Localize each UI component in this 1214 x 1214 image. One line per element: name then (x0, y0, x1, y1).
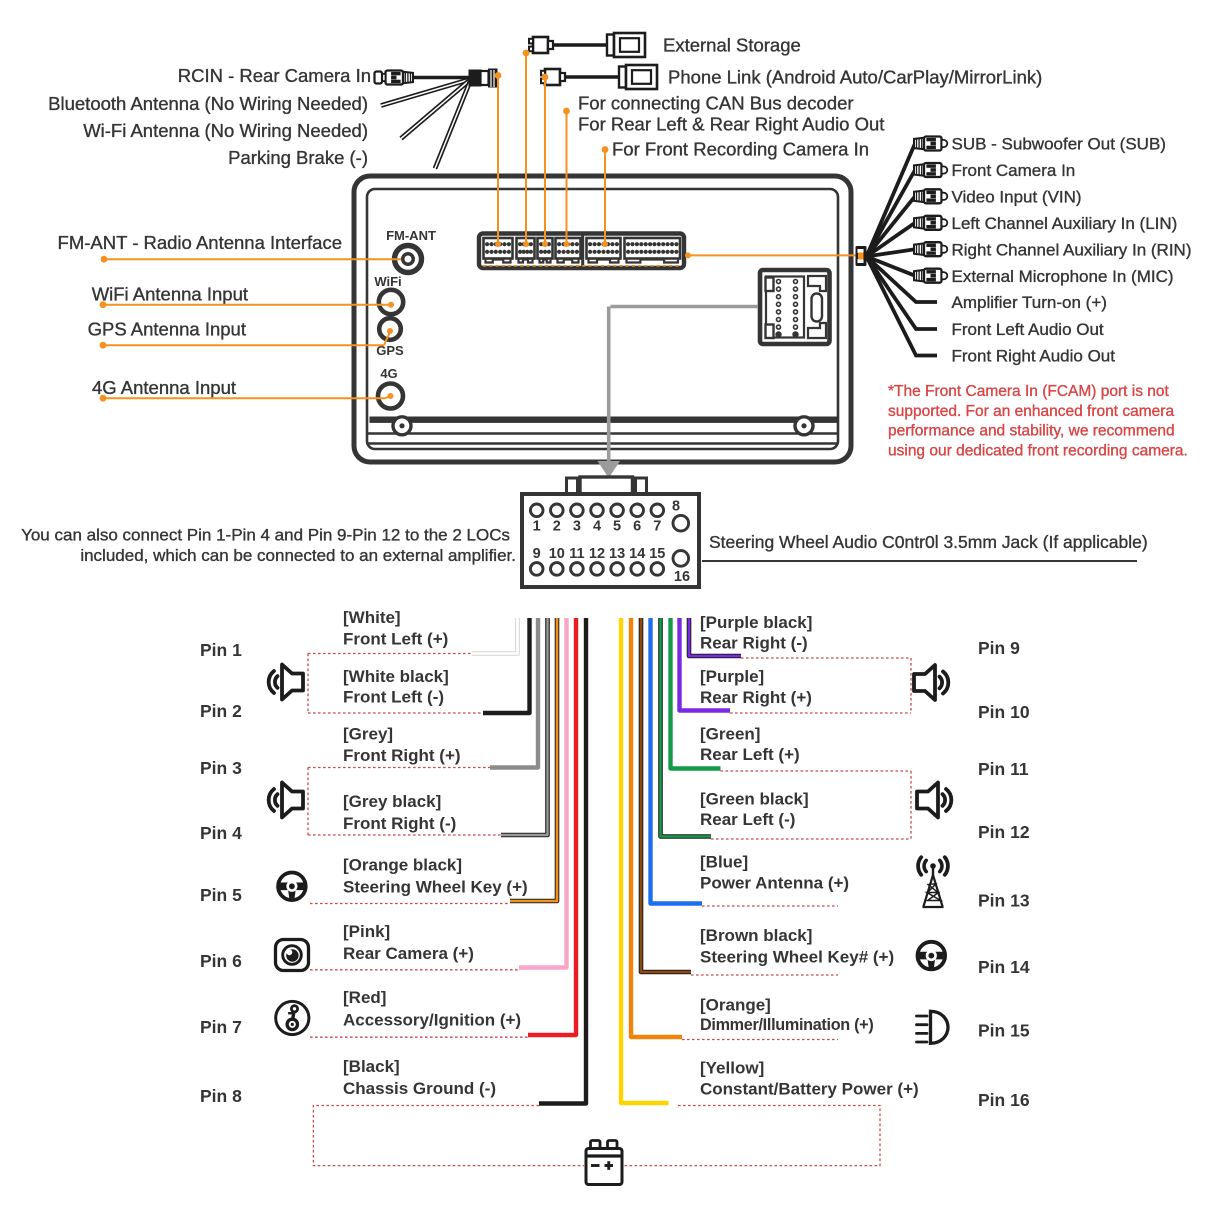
svg-text:Accessory/Ignition (+): Accessory/Ignition (+) (343, 1011, 521, 1030)
svg-text:*The Front Camera In (FCAM) po: *The Front Camera In (FCAM) port is not (888, 383, 1169, 400)
svg-text:12: 12 (589, 546, 605, 562)
svg-text:8: 8 (672, 499, 680, 515)
svg-text:Front Right (-): Front Right (-) (343, 814, 456, 833)
svg-text:FM-ANT: FM-ANT (386, 228, 436, 243)
svg-text:Pin 8: Pin 8 (200, 1086, 242, 1106)
svg-text:Pin 12: Pin 12 (978, 822, 1030, 842)
svg-text:SUB - Subwoofer Out (SUB): SUB - Subwoofer Out (SUB) (952, 135, 1166, 154)
svg-text:Bluetooth Antenna (No Wiring N: Bluetooth Antenna (No Wiring Needed) (48, 93, 368, 114)
svg-text:[Grey]: [Grey] (343, 724, 393, 743)
svg-text:14: 14 (629, 546, 645, 562)
svg-text:9: 9 (533, 546, 541, 562)
svg-text:13: 13 (609, 546, 625, 562)
svg-text:Chassis Ground (-): Chassis Ground (-) (343, 1079, 496, 1098)
svg-text:2: 2 (553, 518, 561, 534)
svg-text:For Rear Left & Rear Right Aud: For Rear Left & Rear Right Audio Out (578, 114, 884, 135)
svg-text:Constant/Battery Power (+): Constant/Battery Power (+) (700, 1079, 919, 1098)
svg-text:[Blue]: [Blue] (700, 852, 748, 871)
svg-text:Rear Left (+): Rear Left (+) (700, 745, 800, 764)
svg-text:[White]: [White] (343, 608, 401, 627)
svg-text:using our dedicated front reco: using our dedicated front recording came… (888, 442, 1188, 459)
svg-text:Front Left Audio Out: Front Left Audio Out (952, 320, 1104, 339)
svg-text:External Storage: External Storage (663, 34, 801, 55)
svg-text:Pin 15: Pin 15 (978, 1021, 1030, 1041)
svg-text:[Black]: [Black] (343, 1057, 400, 1076)
svg-text:Pin 4: Pin 4 (200, 823, 242, 843)
svg-text:5: 5 (613, 518, 621, 534)
svg-text:You can also connect Pin 1-Pin: You can also connect Pin 1-Pin 4 and Pin… (21, 526, 510, 545)
svg-text:Power Antenna (+): Power Antenna (+) (700, 874, 849, 893)
svg-text:Pin 6: Pin 6 (200, 951, 242, 971)
svg-text:Rear Left (-): Rear Left (-) (700, 810, 795, 829)
svg-text:Pin 5: Pin 5 (200, 885, 242, 905)
svg-text:[Red]: [Red] (343, 988, 386, 1007)
svg-text:Front Camera In: Front Camera In (952, 161, 1076, 180)
svg-text:Front Left (+): Front Left (+) (343, 630, 448, 649)
svg-text:3: 3 (573, 518, 581, 534)
svg-text:Steering Wheel Audio C0ntr0l 3: Steering Wheel Audio C0ntr0l 3.5mm Jack … (709, 532, 1148, 552)
svg-text:Pin 14: Pin 14 (978, 957, 1030, 977)
svg-text:[Green black]: [Green black] (700, 789, 809, 808)
svg-text:RCIN - Rear Camera In: RCIN - Rear Camera In (178, 65, 371, 86)
svg-text:Pin 2: Pin 2 (200, 701, 242, 721)
svg-text:Left Channel Auxiliary In (LIN: Left Channel Auxiliary In (LIN) (952, 214, 1178, 233)
svg-text:[White black]: [White black] (343, 667, 449, 686)
svg-text:4G: 4G (380, 366, 397, 381)
svg-text:performance and stability, we: performance and stability, we recommend (888, 423, 1175, 440)
svg-text:[Orange black]: [Orange black] (343, 856, 462, 875)
svg-text:included, which can be connect: included, which can be connected to an e… (80, 546, 516, 565)
svg-text:Front Left (-): Front Left (-) (343, 688, 444, 707)
svg-text:Pin 11: Pin 11 (978, 759, 1029, 779)
svg-text:Rear Right (+): Rear Right (+) (700, 688, 812, 707)
svg-text:Steering Wheel Key (+): Steering Wheel Key (+) (343, 877, 528, 896)
svg-text:Pin 1: Pin 1 (200, 640, 242, 660)
svg-text:WiFi: WiFi (374, 274, 401, 289)
svg-text:Dimmer/Illumination (+): Dimmer/Illumination (+) (700, 1016, 873, 1034)
svg-text:Video Input (VIN): Video Input (VIN) (952, 188, 1082, 207)
svg-text:4G Antenna Input: 4G Antenna Input (92, 377, 236, 398)
svg-text:[Grey black]: [Grey black] (343, 792, 441, 811)
svg-text:For Front Recording Camera In: For Front Recording Camera In (612, 138, 869, 159)
svg-text:Steering Wheel Key# (+): Steering Wheel Key# (+) (700, 947, 894, 966)
svg-text:Parking Brake (-): Parking Brake (-) (228, 147, 368, 168)
svg-text:Phone Link (Android Auto/CarPl: Phone Link (Android Auto/CarPlay/MirrorL… (668, 66, 1042, 87)
svg-text:[Purple]: [Purple] (700, 667, 764, 686)
svg-text:Rear Camera (+): Rear Camera (+) (343, 944, 474, 963)
svg-text:Front Right (+): Front Right (+) (343, 746, 461, 765)
svg-text:10: 10 (549, 546, 565, 562)
svg-text:[Pink]: [Pink] (343, 922, 390, 941)
svg-text:1: 1 (533, 518, 541, 534)
svg-text:External Microphone In (MIC): External Microphone In (MIC) (952, 267, 1174, 286)
svg-text:Wi-Fi Antenna (No Wiring Neede: Wi-Fi Antenna (No Wiring Needed) (83, 120, 368, 141)
svg-text:15: 15 (649, 546, 665, 562)
svg-text:supported. For an enhanced fro: supported. For an enhanced front camera (888, 403, 1174, 420)
svg-text:GPS: GPS (376, 343, 404, 358)
svg-text:Pin 7: Pin 7 (200, 1017, 242, 1037)
svg-text:Right Channel Auxiliary In (RI: Right Channel Auxiliary In (RIN) (952, 240, 1192, 259)
svg-text:WiFi Antenna Input: WiFi Antenna Input (92, 283, 248, 304)
svg-text:Pin 3: Pin 3 (200, 758, 242, 778)
svg-text:[Yellow]: [Yellow] (700, 1059, 764, 1078)
svg-text:Amplifier Turn-on (+): Amplifier Turn-on (+) (952, 293, 1107, 312)
svg-text:4: 4 (593, 518, 601, 534)
svg-text:GPS Antenna Input: GPS Antenna Input (88, 318, 246, 339)
svg-text:16: 16 (674, 569, 690, 585)
svg-text:Pin 9: Pin 9 (978, 638, 1020, 658)
svg-text:FM-ANT - Radio Antenna Interfa: FM-ANT - Radio Antenna Interface (58, 232, 342, 253)
svg-text:[Brown black]: [Brown black] (700, 926, 812, 945)
svg-text:7: 7 (653, 518, 661, 534)
svg-text:Front Right Audio Out: Front Right Audio Out (952, 347, 1116, 366)
svg-text:6: 6 (633, 518, 641, 534)
svg-text:[Green]: [Green] (700, 725, 760, 744)
svg-text:Pin 16: Pin 16 (978, 1090, 1030, 1110)
svg-text:For connecting CAN Bus decoder: For connecting CAN Bus decoder (578, 93, 854, 114)
svg-text:Pin 10: Pin 10 (978, 702, 1030, 722)
svg-text:[Purple black]: [Purple black] (700, 613, 812, 632)
svg-text:Rear Right (-): Rear Right (-) (700, 634, 808, 653)
svg-text:11: 11 (569, 546, 584, 562)
svg-text:[Orange]: [Orange] (700, 996, 771, 1015)
svg-text:Pin 13: Pin 13 (978, 891, 1030, 911)
